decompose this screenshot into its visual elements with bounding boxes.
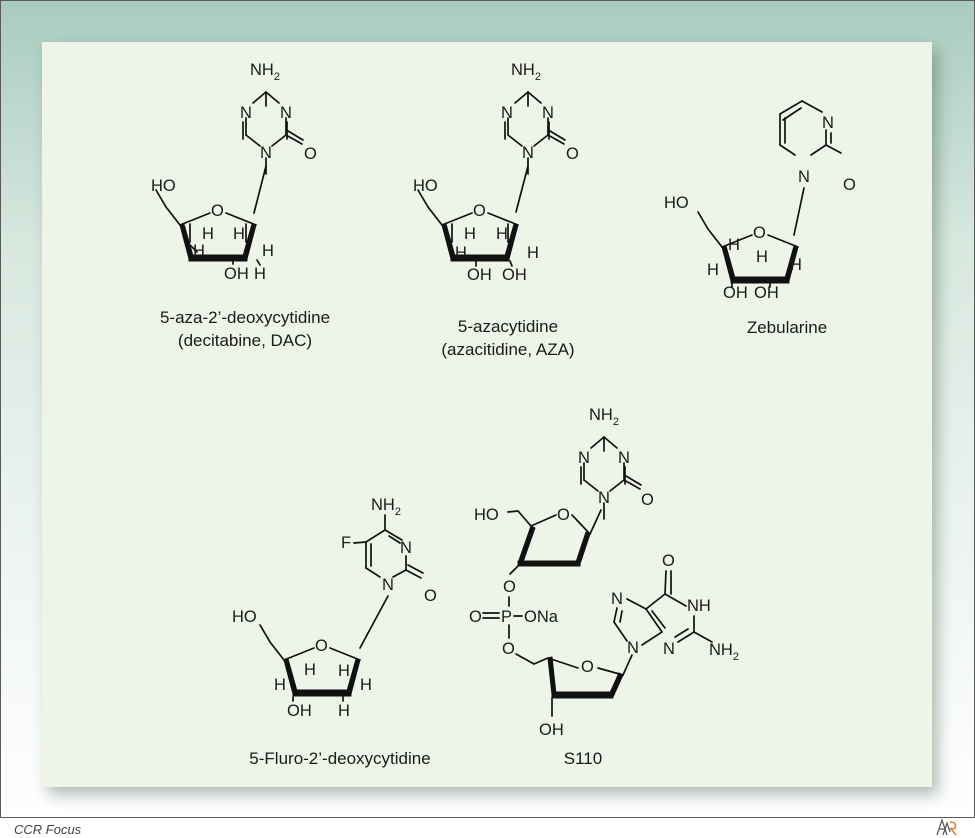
molecule-s110: NH2 N N N O O HO O P O ONa O — [469, 406, 739, 768]
atom-n1: N — [798, 168, 810, 186]
atom-phosphorus: P — [501, 608, 512, 626]
structures-panel — [42, 42, 932, 787]
atom-ho: HO — [474, 506, 499, 524]
atom-nh: NH — [687, 597, 711, 615]
atom-h: H — [455, 244, 467, 262]
ring-oxygen-upper: O — [557, 506, 570, 524]
atom-h: H — [756, 248, 768, 266]
atom-n5: N — [542, 104, 554, 122]
atom-n9: N — [627, 639, 639, 657]
ring-oxygen-lower: O — [581, 658, 594, 676]
atom-oh: OH — [723, 284, 748, 302]
atom-h: H — [233, 225, 245, 243]
atom-n3: N — [240, 104, 252, 122]
atom-oh: OH — [502, 266, 527, 284]
aacr-logo — [936, 818, 957, 836]
molecule-zebularine: N N O O HO H H H H OH OH Zebularine — [664, 100, 856, 337]
atom-h: H — [262, 242, 274, 260]
atom-o: O — [424, 587, 437, 605]
atom-nh2-gua: NH2 — [709, 641, 739, 663]
atom-n3: N — [501, 104, 513, 122]
ring-oxygen: O — [473, 202, 486, 220]
decitabine-subname: (decitabine, DAC) — [178, 331, 312, 350]
chemical-structures: NH2 N N N O O HO H H H H OH H 5-aza-2’-d… — [151, 61, 856, 768]
atom-h: H — [496, 225, 508, 243]
atom-n1: N — [598, 489, 610, 507]
atom-h: H — [202, 225, 214, 243]
atom-n7: N — [611, 590, 623, 608]
atom-ho: HO — [151, 177, 176, 195]
atom-nh2: NH2 — [589, 406, 619, 428]
decitabine-name: 5-aza-2’-deoxycytidine — [160, 308, 330, 327]
atom-h: H — [790, 256, 802, 274]
ring-oxygen: O — [753, 224, 766, 242]
atom-h: H — [728, 236, 740, 254]
atom-nh2: NH2 — [511, 61, 541, 83]
molecule-fluoro-deoxycytidine: NH2 F N N O O HO H H H H OH H 5-Fluro-2’… — [232, 496, 437, 768]
atom-ho: HO — [232, 608, 257, 626]
atom-o-bridge-lower: O — [502, 640, 515, 658]
atom-h: H — [360, 676, 372, 694]
atom-h: H — [464, 225, 476, 243]
atom-n3: N — [822, 114, 834, 132]
atom-n1: N — [382, 576, 394, 594]
atom-f: F — [341, 534, 351, 552]
atom-ona: ONa — [524, 608, 559, 626]
atom-n5: N — [618, 449, 630, 467]
azacytidine-subname: (azacitidine, AZA) — [441, 340, 574, 359]
atom-o-double: O — [469, 608, 482, 626]
atom-o-keto: O — [662, 552, 675, 570]
journal-label: CCR Focus — [14, 822, 82, 837]
azacytidine-name: 5-azacytidine — [458, 317, 558, 336]
molecule-azacytidine: NH2 N N N O O HO H H H H OH OH 5-azacyti… — [413, 61, 579, 359]
atom-nh2: NH2 — [371, 496, 401, 518]
atom-h: H — [193, 242, 205, 260]
atom-h: H — [527, 244, 539, 262]
atom-h: H — [707, 261, 719, 279]
atom-n3: N — [578, 449, 590, 467]
atom-nh2: NH2 — [250, 61, 280, 83]
atom-n1: N — [522, 144, 534, 162]
ring-oxygen: O — [211, 202, 224, 220]
atom-h: H — [338, 702, 350, 720]
atom-o: O — [843, 176, 856, 194]
atom-oh: OH — [467, 266, 492, 284]
s110-name: S110 — [564, 749, 602, 768]
atom-oh: OH — [539, 721, 564, 739]
atom-n3-gua: N — [663, 640, 675, 658]
atom-oh: OH — [754, 284, 779, 302]
atom-o: O — [641, 491, 654, 509]
atom-o-bridge-upper: O — [503, 578, 516, 596]
atom-o: O — [566, 145, 579, 163]
zebularine-name: Zebularine — [747, 318, 827, 337]
atom-oh: OH — [224, 265, 249, 283]
atom-h: H — [304, 661, 316, 679]
atom-n3: N — [400, 539, 412, 557]
atom-n5: N — [280, 104, 292, 122]
molecule-decitabine: NH2 N N N O O HO H H H H OH H 5-aza-2’-d… — [151, 61, 330, 350]
atom-h: H — [274, 676, 286, 694]
atom-ho: HO — [664, 194, 689, 212]
atom-n1: N — [260, 144, 272, 162]
atom-o: O — [304, 145, 317, 163]
atom-ho: HO — [413, 177, 438, 195]
atom-h: H — [338, 662, 350, 680]
atom-oh: OH — [287, 702, 312, 720]
atom-h: H — [254, 265, 266, 283]
fluoro-deoxycytidine-name: 5-Fluro-2’-deoxycytidine — [249, 749, 430, 768]
ring-oxygen: O — [315, 637, 328, 655]
